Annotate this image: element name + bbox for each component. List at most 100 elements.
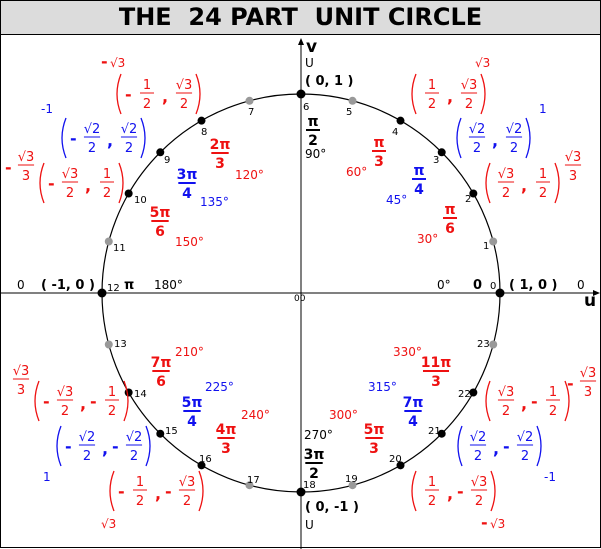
y-coordinate: √22 [121, 122, 138, 156]
denominator: 2 [309, 466, 319, 482]
y-coordinate: √32 [179, 475, 196, 509]
right-paren [480, 73, 486, 115]
left-paren [485, 162, 491, 204]
numerator: √3 [62, 167, 79, 182]
point-number-label: 10 [134, 195, 147, 206]
comma: , [447, 484, 453, 503]
denominator: 2 [465, 97, 473, 112]
right-paren [195, 73, 201, 115]
comma: , [493, 439, 499, 458]
degree-label-330°: 330° [393, 345, 422, 359]
right-paren [525, 117, 531, 159]
denominator: 2 [475, 494, 483, 509]
numerator: π [444, 202, 455, 218]
degree-label-30°: 30° [417, 232, 438, 246]
numerator: 4π [216, 422, 237, 438]
tangent-value-11: -√3 [481, 513, 505, 532]
denominator: 3 [369, 441, 379, 457]
minus-sign: - [5, 158, 12, 177]
denominator: 4 [414, 182, 424, 198]
numerator: √2 [84, 122, 101, 137]
right-paren [118, 162, 124, 204]
comma: , [102, 439, 108, 458]
circle-point-15 [156, 429, 165, 438]
left-paren [116, 73, 122, 115]
denominator: 2 [428, 494, 436, 509]
radian-270: 3π2 [304, 447, 325, 482]
left-paren [411, 470, 417, 512]
left-paren [485, 380, 491, 422]
denominator: 2 [130, 449, 138, 464]
denominator: 3 [215, 156, 225, 172]
point-number-label: 0 [490, 281, 496, 292]
numerator: √2 [517, 430, 534, 445]
radian-label-120°: 2π3 [210, 137, 231, 172]
radian-label-315°: 7π4 [403, 395, 424, 430]
numerator: √2 [470, 430, 487, 445]
tangent-fraction: √33 [13, 364, 30, 398]
comma: , [107, 131, 113, 150]
x-coordinate: √32 [57, 385, 74, 419]
circle-point-4 [396, 116, 405, 125]
numerator: 5π [150, 205, 171, 221]
comma: , [85, 176, 91, 195]
numerator: √3 [57, 385, 74, 400]
circle-point-14 [124, 388, 133, 397]
left-paren [34, 380, 40, 422]
degree-label-150°: 150° [175, 235, 204, 249]
tangent-text: √3 [475, 56, 490, 70]
bottom-u-label: U [305, 518, 314, 532]
denominator: 3 [221, 441, 231, 457]
numerator: π [373, 135, 384, 151]
minus-sign: - [503, 437, 510, 456]
comma: , [155, 484, 161, 503]
left-paren [61, 117, 67, 159]
x-coordinate: √32 [498, 385, 515, 419]
y-coordinate: √32 [471, 475, 488, 509]
x-coordinate: √32 [498, 167, 515, 201]
denominator: 6 [156, 374, 166, 390]
denominator: 4 [187, 414, 197, 430]
denominator: 4 [182, 186, 192, 202]
minus-sign: - [70, 129, 77, 148]
numerator: 7π [151, 355, 172, 371]
denominator: 2 [428, 97, 436, 112]
y-coordinate: √32 [176, 78, 193, 112]
origin-label: 00 [294, 294, 306, 304]
denominator: 4 [408, 414, 418, 430]
minus-sign: - [65, 437, 72, 456]
denominator: 2 [502, 404, 510, 419]
degree-0: 0° [437, 278, 451, 292]
coordinate-pair-2: √32,12 [485, 162, 560, 204]
tangent-value-8: √3 [101, 517, 116, 531]
point-number-label: 2 [465, 194, 471, 205]
denominator: 2 [83, 449, 91, 464]
point-number-label: 20 [389, 454, 402, 465]
coordinate-pair-10: √22,-√22 [457, 425, 542, 467]
denominator: 3 [584, 385, 592, 400]
numerator: π [307, 114, 318, 130]
x-coordinate: 12 [425, 475, 439, 509]
tangent-text: 1 [43, 470, 51, 484]
minus-sign: - [90, 392, 97, 411]
point-number-label: 9 [164, 155, 170, 166]
point-number-label: 5 [346, 107, 352, 118]
u-axis-arrow-icon [593, 290, 600, 296]
circle-point-17 [245, 481, 254, 490]
y-coordinate: √22 [517, 430, 534, 464]
left-paren [56, 425, 62, 467]
point-number-label: 17 [247, 475, 260, 486]
coordinate-pair-11: 12,-√32 [411, 470, 496, 512]
tangent-180: 0 [17, 278, 25, 292]
v-axis-arrow-icon [298, 38, 304, 45]
right-paren [145, 425, 151, 467]
point-number-label: 13 [114, 339, 127, 350]
denominator: 2 [103, 186, 111, 201]
tangent-text: √3 [490, 517, 505, 531]
numerator: √3 [179, 475, 196, 490]
u-axis-label: u [584, 291, 596, 311]
numerator: 1 [143, 78, 151, 93]
top-u-label: U [305, 56, 314, 70]
coordinate-pair-0: 12,√32 [411, 73, 486, 115]
